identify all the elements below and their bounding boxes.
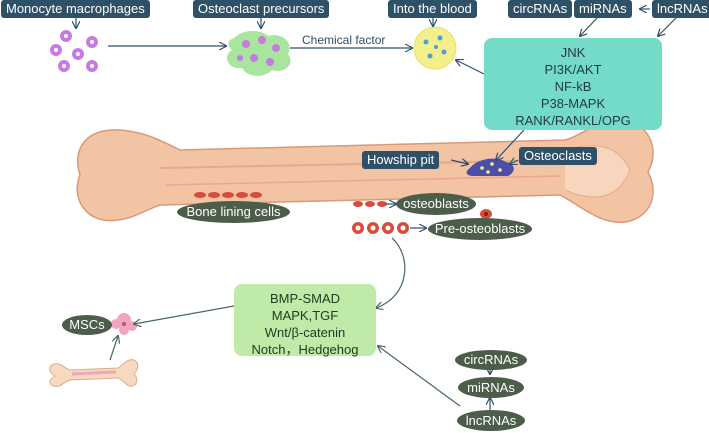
pre-osteoblasts-label: Pre-osteoblasts [428,218,532,240]
osteoblast-cell-row [353,201,492,219]
osteoclast-precursors-label: Osteoclast precursors [193,0,330,18]
pathway-rank-rankl-opg: RANK/RANKL/OPG [515,113,631,128]
pathway-wnt-beta-catenin: Wnt/β-catenin [264,325,346,340]
msc-cell [111,313,137,335]
mirnas-top-label: miRNAs [574,0,632,18]
pathway-nf-kb: NF-kB [554,79,592,94]
chemical-factor-label: Chemical factor [302,33,386,47]
blood-circle [413,26,457,70]
monocyte-cells [50,30,98,72]
pathway-pi3k-akt: PI3K/AKT [544,62,602,77]
pathway-bmp-smad: BMP-SMAD [269,291,341,306]
monocyte-macrophages-label: Monocyte macrophages [1,0,150,18]
lncrnas-bottom-label: lncRNAs [457,410,525,431]
pathway-mapk-tgf: MAPK,TGF [271,308,339,323]
arrows [76,9,677,410]
circrnas-top-label: circRNAs [508,0,573,18]
pathway-p38-mapk: P38-MAPK [540,96,606,111]
mscs-label: MSCs [62,315,112,335]
osteoclast-precursor-blob [227,31,291,76]
small-bone-icon [49,359,139,387]
pathway-notch-hedgehog: Notch，Hedgehog [251,342,359,357]
osteoclasts-label: Osteoclasts [519,147,597,165]
mirnas-bottom-label: miRNAs [458,377,524,398]
bone-lining-cell-row [194,192,262,198]
osteoblast-pathways-box: BMP-SMAD MAPK,TGF Wnt/β-catenin Notch，He… [234,284,376,357]
bone-lining-cells-label: Bone lining cells [177,201,290,223]
pathway-jnk: JNK [560,45,586,60]
howship-pit-label: Howship pit [362,151,440,169]
osteoblasts-label: osteoblasts [396,193,476,215]
osteoclast-cell [466,158,514,176]
pre-osteoblast-cell-row [352,222,409,234]
circrnas-bottom-label: circRNAs [455,350,527,370]
femur-bone [76,118,654,223]
osteoclast-pathways-box: JNK PI3K/AKT NF-kB P38-MAPK RANK/RANKL/O… [484,38,662,130]
lncrnas-top-label: lncRNAs [652,0,709,18]
arrows-green [109,237,461,407]
into-the-blood-label: Into the blood [388,0,477,18]
